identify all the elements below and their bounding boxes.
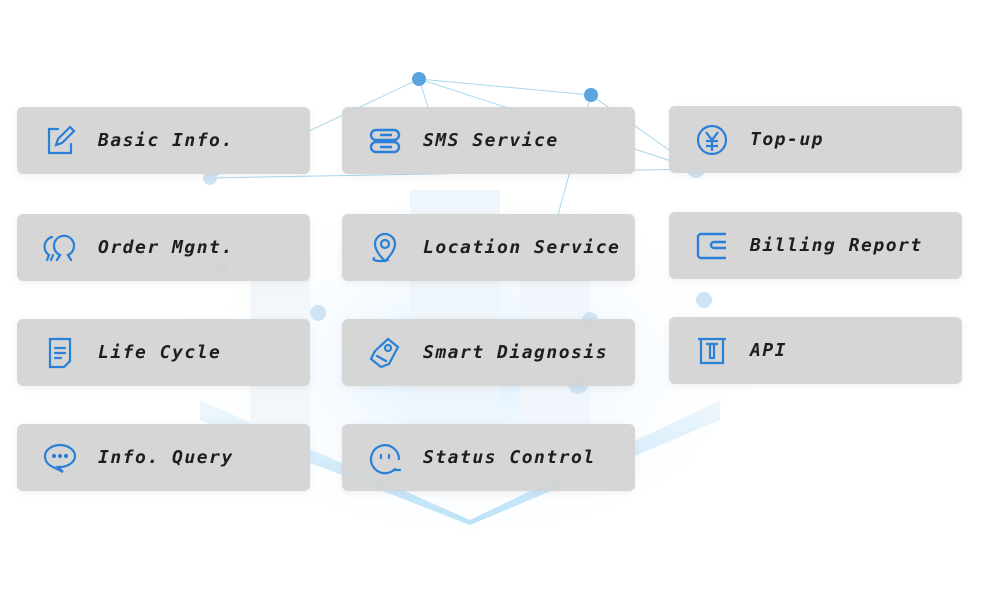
card-label: Status Control xyxy=(423,447,596,468)
card-location-service[interactable]: Location Service xyxy=(342,214,635,281)
card-status-control[interactable]: Status Control xyxy=(342,424,635,491)
smile-icon xyxy=(369,444,402,475)
card-basic-info[interactable]: Basic Info. xyxy=(17,107,310,174)
card-life-cycle[interactable]: Life Cycle xyxy=(17,319,310,386)
card-info-query[interactable]: Info. Query xyxy=(17,424,310,491)
card-smart-diagnosis[interactable]: Smart Diagnosis xyxy=(342,319,635,386)
card-top-up[interactable]: Top-up xyxy=(669,106,962,173)
card-order-mgnt[interactable]: Order Mgnt. xyxy=(17,214,310,281)
card-label: Order Mgnt. xyxy=(98,237,234,258)
location-icon xyxy=(372,232,397,263)
card-billing-report[interactable]: Billing Report xyxy=(669,212,962,279)
document-icon xyxy=(48,337,72,369)
card-sms-service[interactable]: SMS Service xyxy=(342,107,635,174)
api-icon xyxy=(698,337,726,365)
card-label: Life Cycle xyxy=(98,342,222,363)
chat-icon xyxy=(43,443,77,473)
card-label: API xyxy=(750,340,788,361)
card-label: Smart Diagnosis xyxy=(423,342,609,363)
card-label: Billing Report xyxy=(750,235,923,256)
card-label: Info. Query xyxy=(98,447,234,468)
wallet-icon xyxy=(696,232,726,260)
tag-icon xyxy=(369,337,400,369)
yuan-icon xyxy=(696,124,728,156)
card-label: Location Service xyxy=(423,237,621,258)
card-label: SMS Service xyxy=(423,130,559,151)
order-icon xyxy=(43,234,76,262)
card-label: Basic Info. xyxy=(98,130,234,151)
edit-icon xyxy=(47,125,76,155)
card-label: Top-up xyxy=(750,129,825,150)
card-api[interactable]: API xyxy=(669,317,962,384)
sms-icon xyxy=(369,128,401,154)
